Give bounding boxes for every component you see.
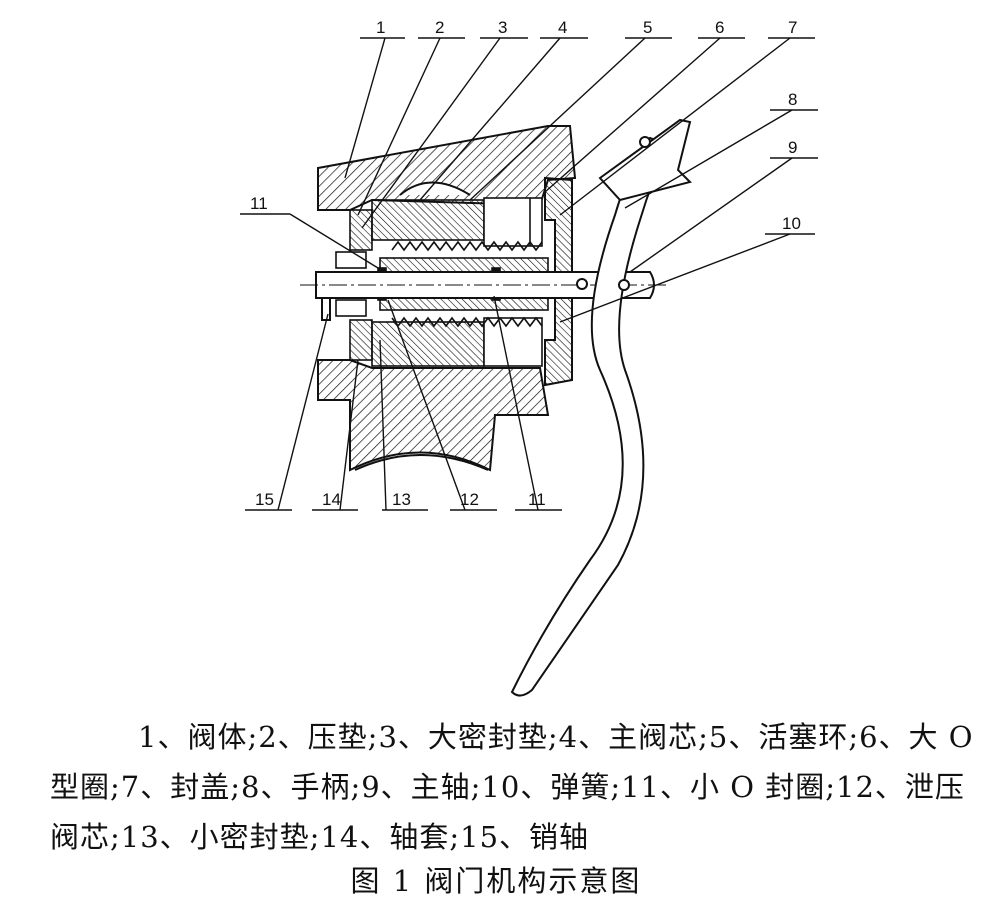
callout-bottom-11: 11 (528, 490, 546, 509)
valve-body (317, 125, 577, 472)
callout-bottom-14: 14 (322, 490, 341, 509)
parts-legend-text: 1、阀体;2、压垫;3、大密封垫;4、主阀芯;5、活塞环;6、大 O 型圈;7、… (50, 720, 974, 854)
leader-lines (240, 37, 818, 511)
springs (391, 240, 543, 328)
handle (510, 118, 692, 697)
callout-top-2: 2 (435, 18, 444, 37)
parts-legend-caption: 1、阀体;2、压垫;3、大密封垫;4、主阀芯;5、活塞环;6、大 O 型圈;7、… (50, 712, 980, 862)
callout-right-10: 10 (782, 214, 801, 233)
callout-top-3: 3 (498, 18, 507, 37)
callout-top-5: 5 (643, 18, 652, 37)
callout-top-6: 6 (715, 18, 724, 37)
figure-title: 图 1 阀门机构示意图 (350, 864, 642, 898)
callout-labels: 1 2 3 4 5 6 7 8 9 10 11 15 14 13 12 11 (250, 18, 801, 509)
callout-top-4: 4 (558, 18, 567, 37)
callout-bottom-13: 13 (392, 490, 411, 509)
callout-top-7: 7 (788, 18, 797, 37)
callout-bottom-12: 12 (460, 490, 479, 509)
valve-mechanism-drawing: 1 2 3 4 5 6 7 8 9 10 11 15 14 13 12 11 (240, 18, 818, 697)
callout-top-1: 1 (376, 18, 385, 37)
main-shaft (300, 271, 670, 321)
callout-left-11: 11 (250, 194, 268, 213)
callout-right-9: 9 (788, 138, 797, 157)
callout-bottom-15: 15 (255, 490, 274, 509)
callout-right-8: 8 (788, 90, 797, 109)
